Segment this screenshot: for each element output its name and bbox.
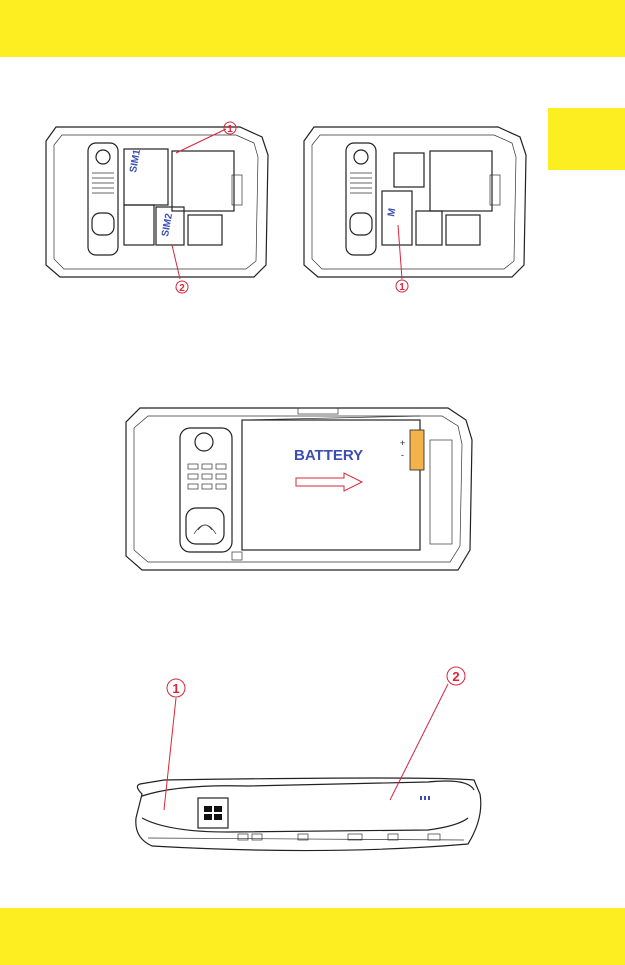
speaker-module: [88, 143, 118, 255]
camera-lens-icon: [96, 150, 110, 164]
terminal-minus: -: [401, 450, 404, 460]
bottom-color-band: [0, 908, 625, 965]
callout-2-label: 2: [452, 669, 459, 684]
speaker-grille: [92, 173, 114, 193]
camera-lens-icon: [195, 433, 213, 451]
nfc-pad: [186, 508, 224, 544]
insert-direction-arrow-icon: [296, 473, 362, 491]
figure-back-cover: 1 2: [128, 668, 488, 868]
camera-module: [198, 798, 228, 828]
board-shield: [172, 151, 234, 211]
board-chip: [188, 215, 222, 245]
figure-battery: BATTERY + -: [118, 400, 480, 585]
nfc-pad: [92, 213, 114, 235]
callout-1-label: 1: [172, 681, 179, 696]
top-color-band: [0, 0, 625, 57]
terminal-plus: +: [400, 438, 405, 448]
memory-card-label: M: [386, 207, 398, 217]
camera-lens-icon: [354, 150, 368, 164]
callout-1-label: 1: [227, 124, 233, 135]
section-tab: [548, 108, 625, 170]
sim1-label: SIM1: [128, 148, 143, 173]
figure-sim-insert: SIM1 SIM2 1 2: [40, 115, 280, 300]
figure-memory-card: M 1: [298, 115, 538, 300]
callout-1-label: 1: [399, 282, 405, 293]
battery-pack: [242, 420, 420, 550]
memory-card-slot: [382, 191, 412, 245]
microsd-slot: [124, 205, 154, 245]
speaker-grille: [188, 464, 226, 489]
sim2-label: SIM2: [160, 212, 175, 237]
callout-2-label: 2: [179, 283, 185, 294]
battery-label: BATTERY: [294, 447, 363, 464]
battery-terminals: [410, 430, 424, 470]
